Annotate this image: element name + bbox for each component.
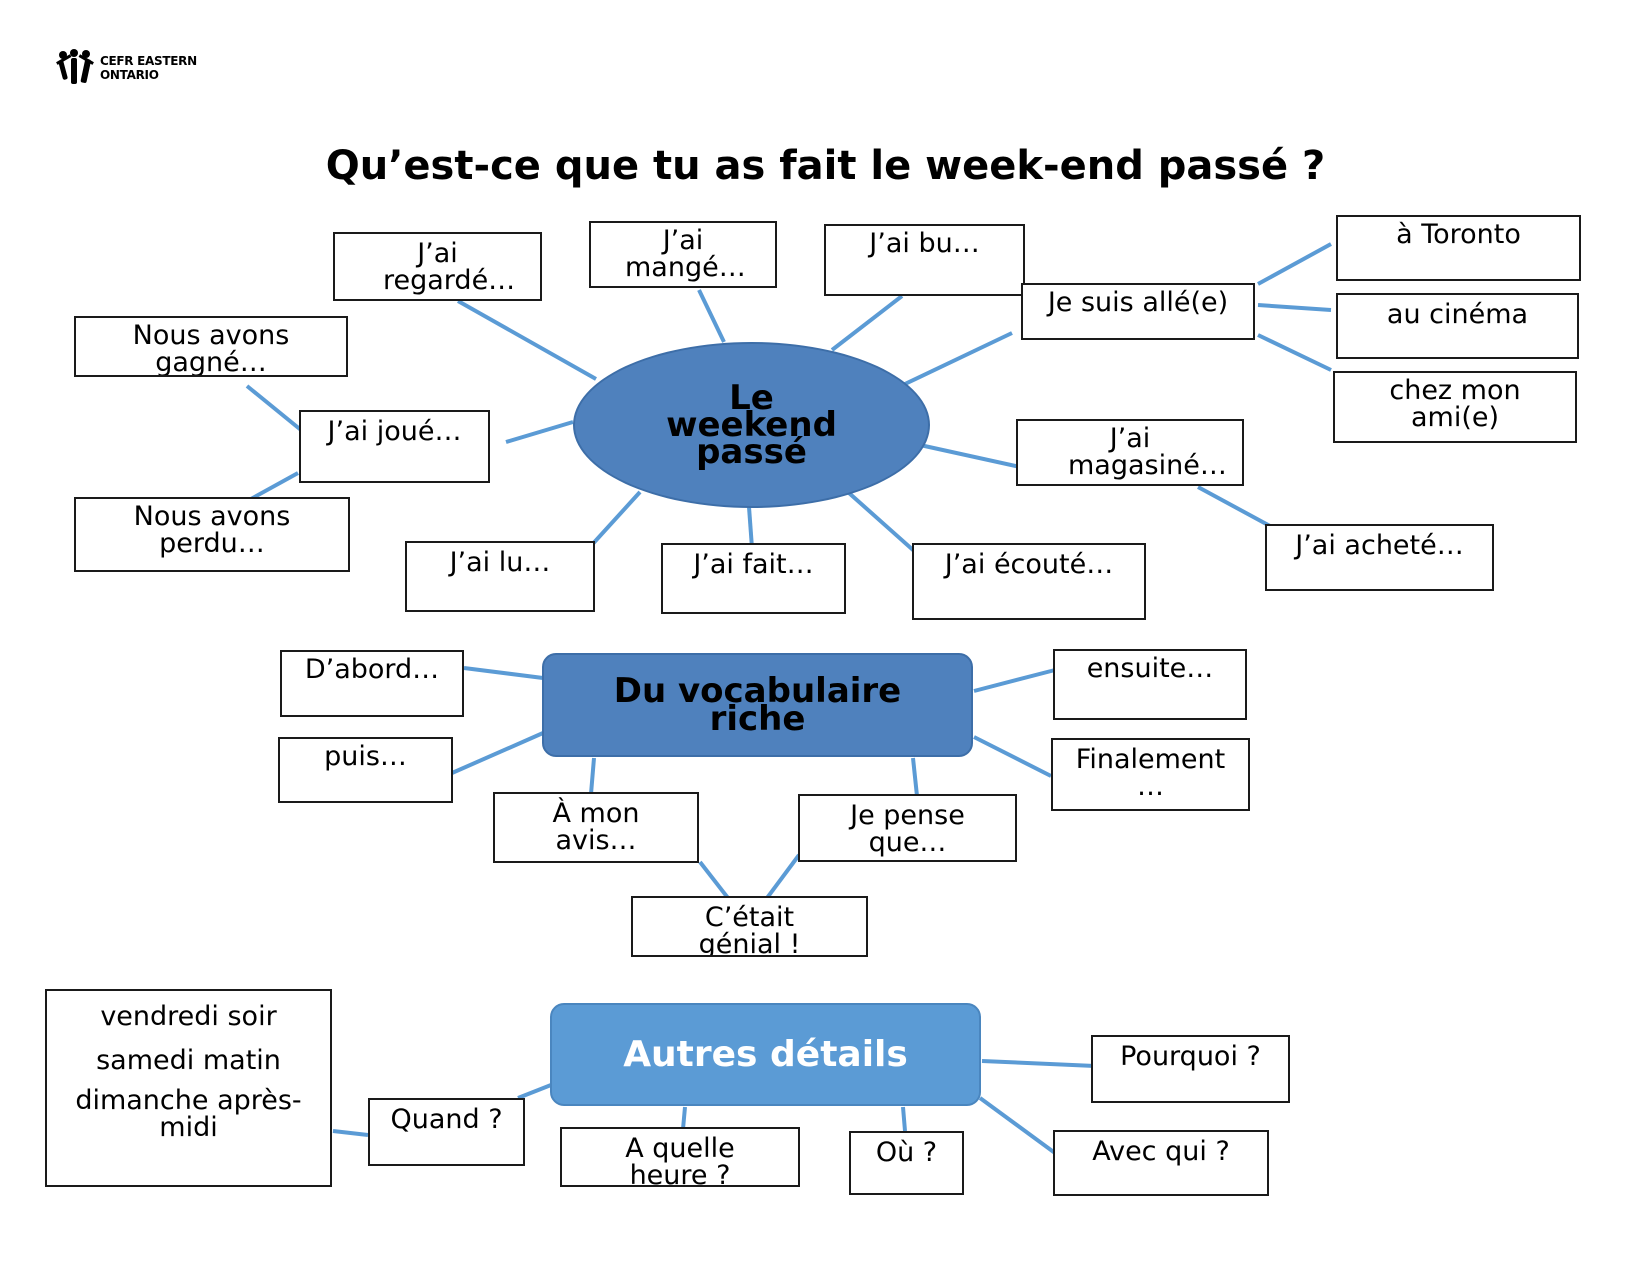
connector-line [587,490,642,550]
connector-line [901,1106,907,1132]
page-title: Qu’est-ce que tu as fait le week-end pas… [325,143,1326,189]
connector-line [1257,303,1332,312]
connector-line [830,294,904,352]
connector-line [698,860,730,900]
hub-other-details-label: Autres détails [623,1034,908,1075]
connector-line [981,1059,1096,1068]
connector-line [463,666,544,680]
box-nous-avons-perdu: Nous avons perdu… [74,497,350,572]
connector-line [919,443,1021,469]
box-jai-ecoute: J’ai écouté… [912,543,1146,620]
box-ensuite: ensuite… [1053,649,1247,720]
cefr-logo: CEFR EASTERN ONTARIO [56,48,197,88]
connector-line [1257,333,1332,372]
connector-line [978,1096,1057,1155]
box-jai-mange: J’ai mangé… [589,221,777,288]
connector-line [973,735,1052,778]
box-puis: puis… [278,737,453,803]
box-avec-qui: Avec qui ? [1053,1130,1269,1196]
logo-line-2: ONTARIO [100,68,159,82]
box-finalement: Finalement … [1051,738,1250,811]
box-pourquoi: Pourquoi ? [1091,1035,1290,1103]
time-item-1: vendredi soir [100,1001,277,1032]
time-item-2: samedi matin [96,1045,281,1076]
hub-other-details: Autres détails [550,1003,981,1106]
connector-line [332,1129,369,1137]
logo-text: CEFR EASTERN ONTARIO [100,54,197,82]
connector-line [973,668,1056,693]
hub-weekend-label: Le weekend passé [666,377,837,472]
box-jai-regarde: J’ai regardé… [333,232,542,301]
connector-line [697,289,726,343]
box-a-mon-avis: À mon avis… [493,792,699,863]
box-jai-fait: J’ai fait… [661,543,846,614]
hub-vocabulary: Du vocabulaire riche [542,653,973,757]
box-au-cinema: au cinéma [1336,293,1579,359]
connector-line [747,506,754,549]
connector-line [589,757,596,795]
people-logo-icon [56,49,94,84]
box-jai-bu: J’ai bu… [824,224,1025,296]
connector-line [1197,485,1271,528]
box-ou: Où ? [849,1131,964,1195]
hub-weekend: Le weekend passé [573,342,930,508]
box-times: vendredi soir samedi matin dimanche aprè… [45,989,332,1187]
connector-line [765,853,801,900]
box-je-suis-alle: Je suis allé(e) [1021,283,1255,340]
connector-line [517,1083,552,1100]
box-chez-mon-ami: chez mon ami(e) [1333,371,1577,443]
connector-line [451,731,544,775]
time-item-3: dimanche après-midi [75,1085,302,1143]
box-je-pense-que: Je pense que… [798,794,1017,862]
box-cetait-genial: C’était génial ! [631,896,868,957]
connector-line [505,420,574,444]
box-jai-achete: J’ai acheté… [1265,524,1494,591]
logo-line-1: CEFR EASTERN [100,54,197,68]
connector-line [904,331,1013,386]
box-a-quelle-heure: A quelle heure ? [560,1127,800,1187]
box-quand: Quand ? [368,1098,525,1166]
box-jai-joue: J’ai joué… [299,410,490,483]
connector-line [681,1106,687,1130]
box-jai-magasine: J’ai magasiné… [1016,419,1244,486]
connector-line [1257,242,1332,286]
box-dabord: D’abord… [280,650,464,717]
box-nous-avons-gagne: Nous avons gagné… [74,316,348,377]
box-a-toronto: à Toronto [1336,215,1581,281]
box-jai-lu: J’ai lu… [405,541,595,612]
connector-line [457,299,597,381]
connector-line [847,491,924,560]
connector-line [911,757,919,797]
connector-line [245,384,303,432]
hub-vocabulary-label: Du vocabulaire riche [613,671,902,739]
